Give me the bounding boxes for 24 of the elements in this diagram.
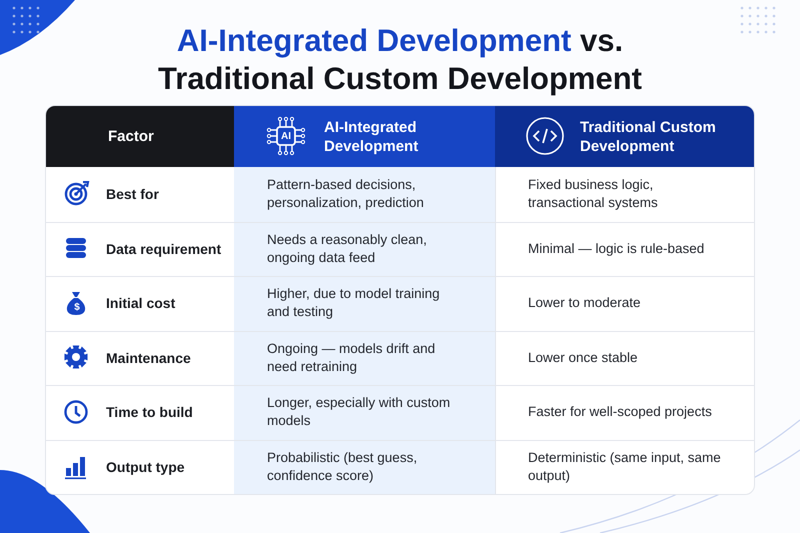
table-cell-text: Fixed business logic, transactional systems xyxy=(528,176,659,212)
table-cell-text: Deterministic (same input, same output) xyxy=(528,448,722,485)
table-cell-text: Minimal — logic is rule-based xyxy=(528,240,704,258)
table-cell-text: Needs a reasonably clean, ongoing data feed xyxy=(267,230,428,267)
column-header: AI-Integrated Development xyxy=(324,118,420,156)
table-cell-text: Longer, especially with custom models xyxy=(267,394,452,430)
table-cell-text: Lower once stable xyxy=(528,348,638,367)
chip-label: AI xyxy=(280,131,292,142)
row-header: Maintenance xyxy=(106,348,191,367)
row-header: Data requirement xyxy=(106,240,222,258)
row-header: Time to build xyxy=(106,403,193,422)
row-header: Best for xyxy=(106,185,159,204)
table-cell-text: Pattern-based decisions, personalization, prediction xyxy=(267,176,425,212)
title: AI-Integrated Development vs. Traditional Custom Development xyxy=(156,22,643,98)
table-cell-text: Lower to moderate xyxy=(528,294,641,312)
table-cell-text: Faster for well-scoped projects xyxy=(528,403,712,422)
table-cell-text: Probabilistic (best guess, confidence score) xyxy=(267,448,418,485)
table-cell-text: Higher, due to model training and testing xyxy=(267,285,441,322)
dollar-sign: $ xyxy=(73,302,81,314)
column-header: Traditional Custom Development xyxy=(580,118,717,156)
column-header: Factor xyxy=(108,127,154,146)
row-header: Output type xyxy=(106,458,185,476)
table-cell-text: Ongoing — models drift and need retraining xyxy=(267,340,436,376)
row-header: Initial cost xyxy=(106,294,176,312)
